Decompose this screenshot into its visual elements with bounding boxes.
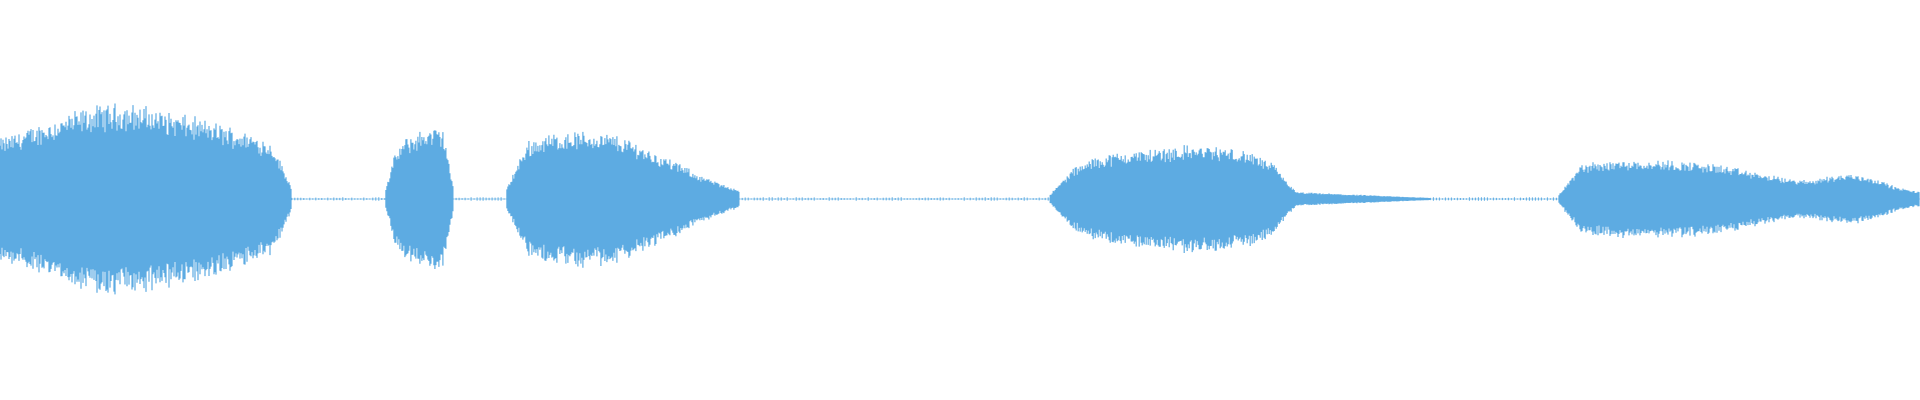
- waveform-tail-3: [738, 197, 1049, 201]
- waveform-tail-2: [452, 197, 505, 201]
- waveform-segment-4: [1049, 145, 1296, 253]
- waveform-tail-1: [291, 197, 386, 201]
- waveform-segment-6: [1558, 160, 1920, 238]
- waveform-segments: [0, 103, 1920, 295]
- waveform-segment-1: [0, 103, 292, 295]
- waveform-segment-5: [1295, 192, 1431, 206]
- waveform-tail-4: [1429, 197, 1557, 201]
- waveform-segment-2: [385, 130, 454, 269]
- waveform-segment-3: [506, 131, 740, 268]
